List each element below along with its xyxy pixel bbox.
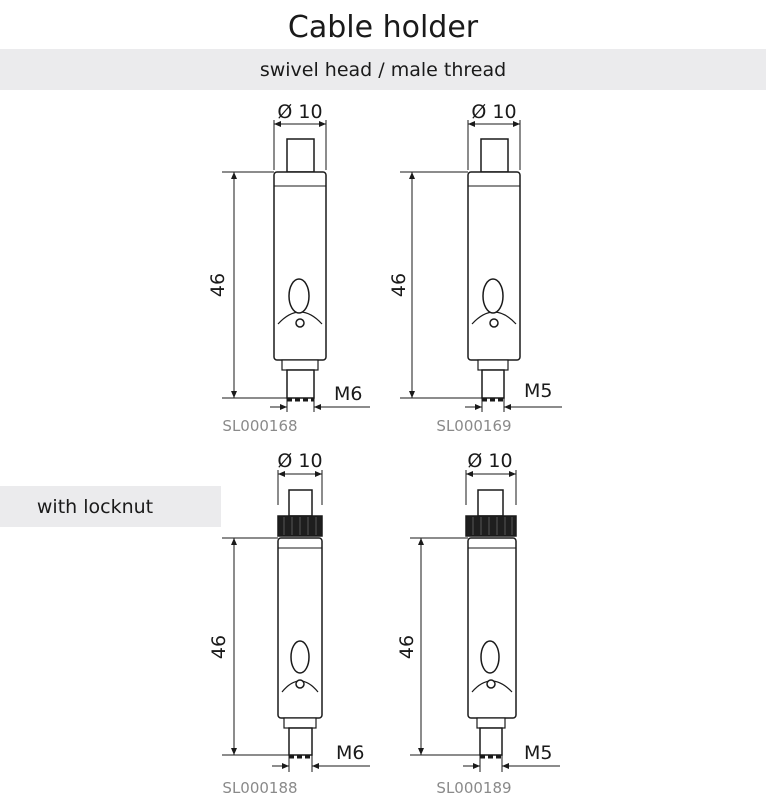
locknut-section-label: with locknut bbox=[36, 496, 154, 518]
thread-label: M6 bbox=[336, 742, 364, 764]
drawing-sl000169: Ø 10 46 M5 SL000169 bbox=[388, 101, 562, 435]
drawing-sl000168: Ø 10 46 M6 SL000168 bbox=[207, 101, 370, 435]
thread-label: M5 bbox=[524, 742, 552, 764]
diameter-label: Ø 10 bbox=[471, 101, 516, 123]
thread-label: M5 bbox=[524, 380, 552, 402]
part-code: SL000169 bbox=[436, 417, 511, 435]
length-label: 46 bbox=[388, 273, 410, 297]
diameter-label: Ø 10 bbox=[277, 450, 322, 472]
page-title: Cable holder bbox=[287, 10, 479, 45]
length-label: 46 bbox=[208, 635, 230, 659]
diameter-label: Ø 10 bbox=[467, 450, 512, 472]
drawing-sl000189: Ø 10 46 M5 SL000189 bbox=[396, 450, 560, 797]
part-code: SL000189 bbox=[436, 779, 511, 797]
subtitle-bar: swivel head / male thread bbox=[0, 49, 766, 90]
length-label: 46 bbox=[396, 635, 418, 659]
drawing-sl000188: Ø 10 46 M6 SL000188 bbox=[208, 450, 370, 797]
length-label: 46 bbox=[207, 273, 229, 297]
diameter-label: Ø 10 bbox=[277, 101, 322, 123]
part-code: SL000188 bbox=[222, 779, 297, 797]
locknut-section-bar: with locknut bbox=[0, 486, 221, 527]
page-subtitle: swivel head / male thread bbox=[259, 59, 507, 81]
part-code: SL000168 bbox=[222, 417, 297, 435]
thread-label: M6 bbox=[334, 383, 362, 405]
